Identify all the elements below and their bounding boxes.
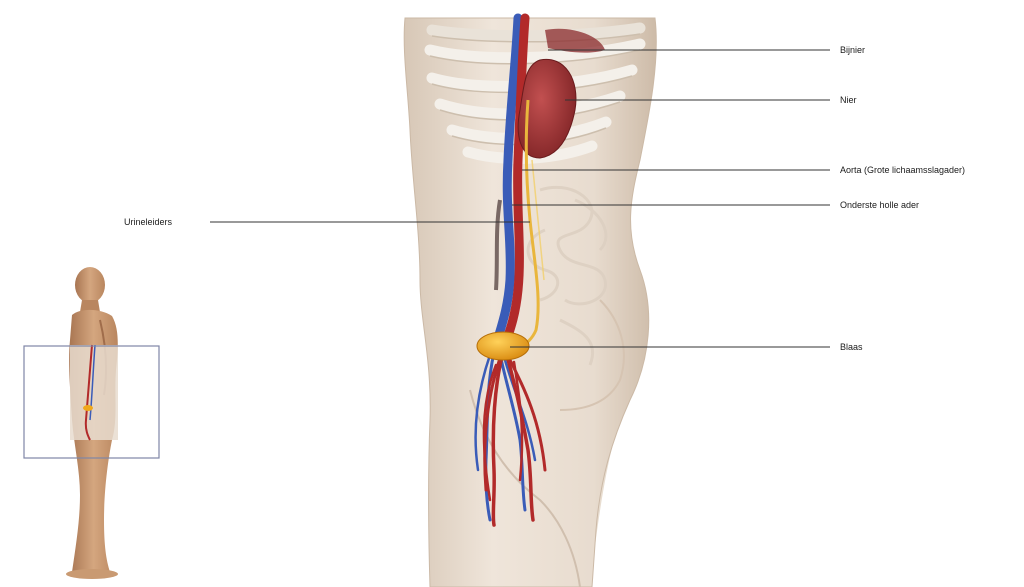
label-urineleiders: Urineleiders: [124, 216, 172, 228]
label-blaas: Blaas: [840, 341, 863, 353]
label-nier: Nier: [840, 94, 857, 106]
bladder: [477, 332, 529, 360]
label-onderste-holle-ader: Onderste holle ader: [840, 199, 919, 211]
label-bijnier: Bijnier: [840, 44, 865, 56]
thumbnail-head: [75, 267, 105, 303]
thumbnail-figure: [66, 267, 118, 579]
label-aorta: Aorta (Grote lichaamsslagader): [840, 164, 965, 176]
